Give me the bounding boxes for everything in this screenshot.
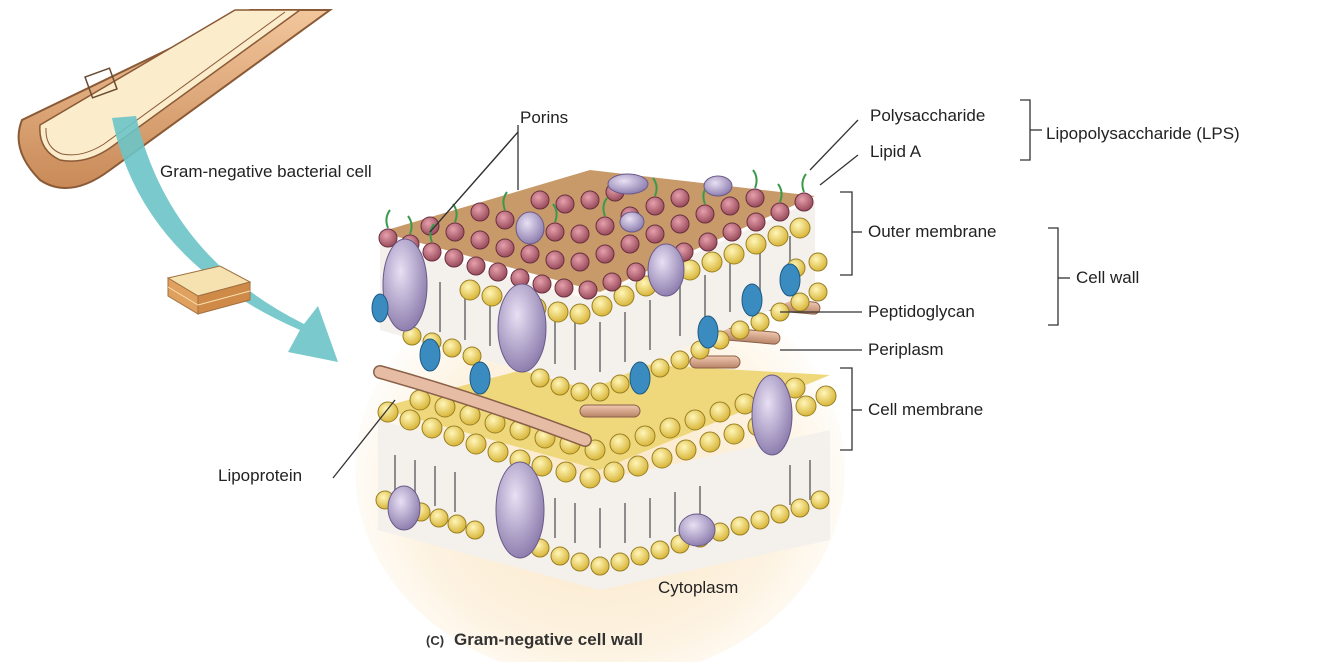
label-periplasm: Periplasm [868, 340, 944, 360]
label-outer-membrane: Outer membrane [868, 222, 997, 242]
zoom-arrow [112, 116, 338, 362]
label-bacterial-cell: Gram-negative bacterial cell [160, 162, 372, 182]
label-cell-membrane: Cell membrane [868, 400, 983, 420]
label-lps: Lipopolysaccharide (LPS) [1046, 124, 1240, 144]
label-porins: Porins [520, 108, 568, 128]
caption-title: Gram-negative cell wall [454, 630, 643, 649]
label-lipid-a: Lipid A [870, 142, 921, 162]
label-polysaccharide: Polysaccharide [870, 106, 985, 126]
wall-chip-icon [168, 266, 250, 314]
label-cytoplasm: Cytoplasm [658, 578, 738, 598]
caption-part-letter: (C) [426, 633, 444, 648]
figure-caption: (C) Gram-negative cell wall [426, 630, 643, 650]
label-peptidoglycan: Peptidoglycan [868, 302, 975, 322]
label-cell-wall: Cell wall [1076, 268, 1139, 288]
label-lipoprotein: Lipoprotein [218, 466, 302, 486]
